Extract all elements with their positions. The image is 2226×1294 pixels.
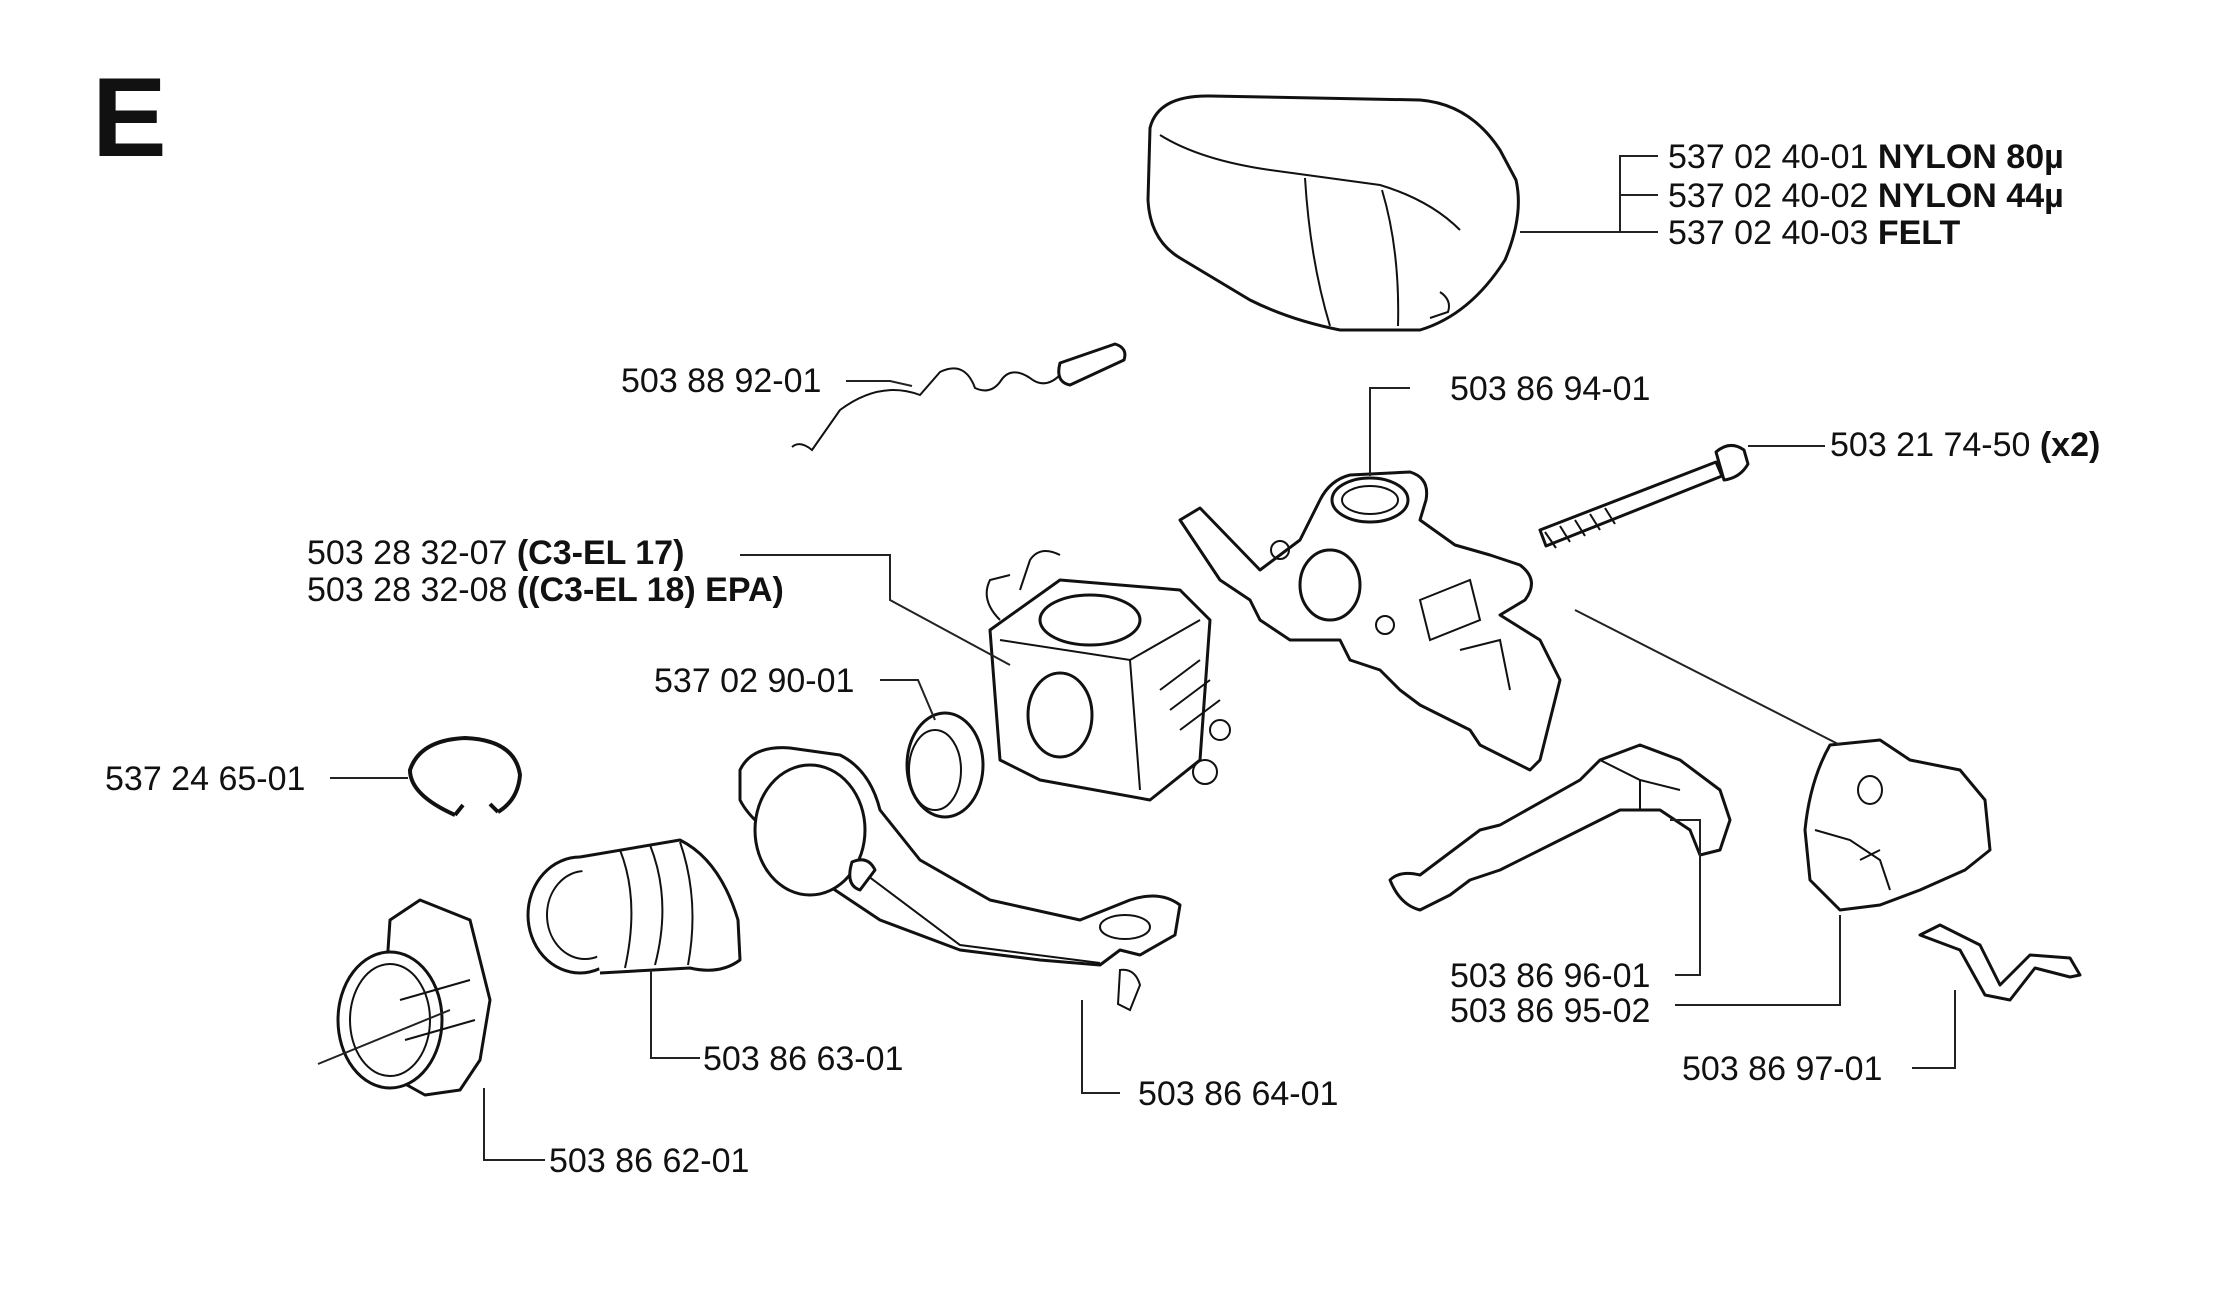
callout-heat-shield: 503 86 64-01 [1138,1075,1338,1113]
circlip-part [407,735,523,817]
callout-choke-rod: 503 88 92-01 [621,362,821,400]
callout-intake-bellows: 503 86 63-01 [703,1040,903,1078]
choke-rod-part [791,342,1127,452]
heat-shield-part [738,746,1182,1012]
air-filter-part [1146,94,1520,332]
carb-holder-part [1178,470,1562,772]
callout-carb-holder: 503 86 94-01 [1450,370,1650,408]
callout-air-filter-felt: 537 02 40-03 FELT [1668,214,1961,252]
section-letter: E [92,55,167,180]
callout-seal-ring: 537 02 90-01 [654,662,854,700]
callout-throttle-link: 503 86 96-01 [1450,957,1650,995]
callout-intake-flange: 503 86 62-01 [549,1142,749,1180]
seal-ring-part [905,711,985,819]
choke-cover-part [1803,738,1992,912]
screw-part [1538,444,1750,549]
callout-choke-cover: 503 86 95-02 [1450,992,1650,1030]
callout-air-filter-44: 537 02 40-02 NYLON 44µ [1668,177,2064,215]
intake-bellows-part [526,838,742,975]
spring-clip-part [1918,923,2082,1002]
callout-circlip: 537 24 65-01 [105,760,305,798]
intake-flange-part [317,898,492,1097]
throttle-link-part [1388,743,1732,912]
callout-spring-clip: 503 86 97-01 [1682,1050,1882,1088]
callout-carb-17: 503 28 32-07 (C3-EL 17) [307,534,684,572]
callout-carb-18: 503 28 32-08 ((C3-EL 18) EPA) [307,571,784,609]
callout-screw: 503 21 74-50 (x2) [1830,426,2100,464]
callout-air-filter-80: 537 02 40-01 NYLON 80µ [1668,138,2064,176]
carburetor-part [985,550,1231,802]
